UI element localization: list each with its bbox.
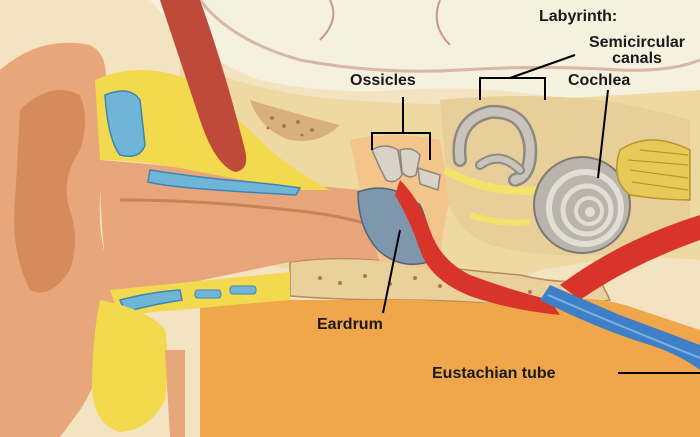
brain-fold (435, 0, 451, 46)
jugular-vein (540, 285, 700, 370)
cochlea-shape (533, 156, 631, 254)
nerve-branch (469, 212, 531, 226)
upper-cartilage (104, 90, 146, 157)
lower-tissue (200, 298, 700, 437)
cartilage-segment (194, 289, 222, 299)
carotid-artery (560, 215, 700, 300)
brain-membrane (198, 0, 700, 73)
cochlear-nerve (615, 139, 691, 201)
lower-cartilage (118, 289, 183, 313)
nerve-fibers (627, 149, 689, 191)
leader-lines (371, 54, 700, 374)
ear-lobe-skin (165, 350, 185, 437)
label-ossicles: Ossicles (350, 72, 416, 89)
canal-cartilage-top (147, 169, 302, 196)
semicircular-canals-shape (452, 104, 538, 187)
label-labyrinth: Labyrinth: (539, 8, 618, 25)
cartilage-segment (229, 285, 257, 295)
ear-lobe-fat (92, 300, 168, 432)
label-cochlea: Cochlea (568, 72, 631, 89)
porous-bone (250, 100, 340, 141)
temporal-muscle (160, 0, 247, 172)
label-semicircular-line2: canals (612, 50, 662, 67)
label-eustachian-tube: Eustachian tube (432, 365, 556, 382)
brain-tissue (150, 0, 700, 103)
label-semicircular-line1: Semicircular (588, 34, 686, 51)
ear-canal (100, 160, 380, 291)
ossicles-bones (371, 145, 441, 191)
canal-shading (119, 198, 371, 227)
vein-highlight (547, 294, 700, 359)
label-eardrum: Eardrum (317, 316, 383, 333)
pinna-fold (14, 90, 85, 293)
brain-fold (319, 0, 335, 41)
label-semicircular-canals: Semicircular canals (572, 35, 700, 67)
